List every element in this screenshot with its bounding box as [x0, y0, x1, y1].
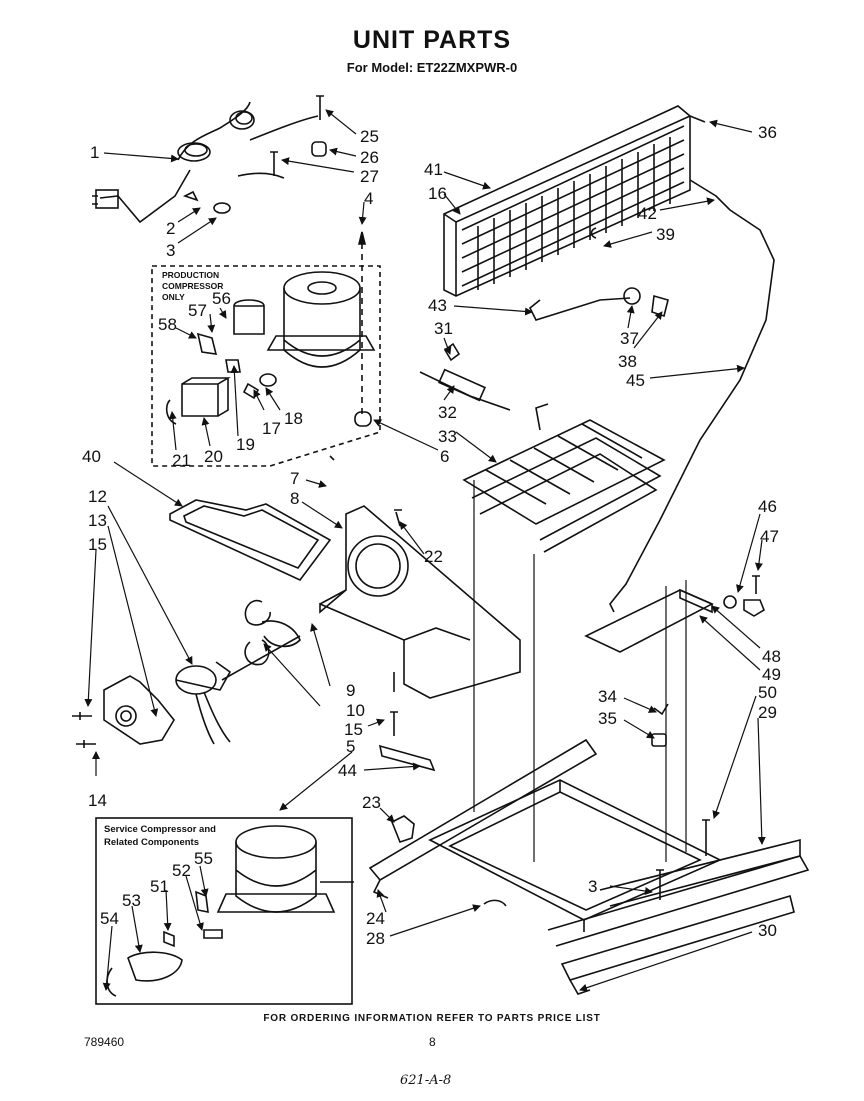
service-compressor-drawing [106, 825, 354, 997]
callout-number: 34 [598, 687, 617, 706]
callout-number: 12 [88, 487, 107, 506]
callout-number: 35 [598, 709, 617, 728]
callout-number: 14 [88, 791, 107, 810]
callout-number: 15 [344, 720, 363, 739]
callout-number: 43 [428, 296, 447, 315]
callout-number: 51 [150, 877, 169, 896]
production-compressor-drawing [165, 271, 376, 425]
callout-number: 54 [100, 909, 119, 928]
callout-number: 22 [424, 547, 443, 566]
callout-number: 57 [188, 301, 207, 320]
callout-number: 29 [758, 703, 777, 722]
callout-number: 37 [620, 329, 639, 348]
callout-number: 46 [758, 497, 777, 516]
evaporator-coil-drawing [419, 342, 666, 553]
callout-number: 55 [194, 849, 213, 868]
callout-number: 19 [236, 435, 255, 454]
callout-number: 17 [262, 419, 281, 438]
callout-number: 50 [758, 683, 777, 702]
callout-number: 36 [758, 123, 777, 142]
callout-number: 3 [588, 877, 597, 896]
page-number: 8 [429, 1035, 436, 1049]
callout-number: 47 [760, 527, 779, 546]
callout-number: 2 [166, 219, 175, 238]
production-caption-line: COMPRESSOR [162, 281, 223, 291]
production-caption-line: ONLY [162, 292, 185, 302]
callout-number: 28 [366, 929, 385, 948]
callout-labels: 1 2 3 25 26 27 4 36 41 16 42 39 43 37 38… [82, 123, 781, 948]
callout-number: 40 [82, 447, 101, 466]
callout-number: 39 [656, 225, 675, 244]
callout-number: 49 [762, 665, 781, 684]
screw-drawings [237, 95, 327, 179]
callout-number: 21 [172, 451, 191, 470]
callout-number: 13 [88, 511, 107, 530]
production-caption-line: PRODUCTION [162, 270, 219, 280]
drain-pan-drawing [169, 499, 332, 581]
callout-number: 31 [434, 319, 453, 338]
callout-number: 26 [360, 148, 379, 167]
callout-number: 24 [366, 909, 385, 928]
handwritten-note: 621-A-8 [400, 1073, 452, 1088]
callout-number: 18 [284, 409, 303, 428]
callout-number: 27 [360, 167, 379, 186]
callout-number: 7 [290, 469, 299, 488]
callout-number: 16 [428, 184, 447, 203]
callout-number: 6 [440, 447, 449, 466]
production-compressor-caption: PRODUCTION COMPRESSOR ONLY [162, 270, 223, 302]
ordering-note: FOR ORDERING INFORMATION REFER TO PARTS … [263, 1013, 601, 1024]
callout-number: 48 [762, 647, 781, 666]
condenser-coil-drawing [443, 105, 775, 613]
callout-number: 10 [346, 701, 365, 720]
callout-number: 9 [346, 681, 355, 700]
service-compressor-box [95, 817, 353, 1005]
page-title: UNIT PARTS [352, 26, 512, 54]
power-cord-drawing [92, 101, 319, 224]
callout-number: 15 [88, 535, 107, 554]
callout-number: 5 [346, 737, 355, 756]
part-drawings [72, 95, 810, 1005]
base-frame-drawing [368, 480, 810, 995]
callout-number: 38 [618, 352, 637, 371]
service-compressor-caption: Service Compressor and Related Component… [104, 824, 216, 848]
document-number: 789460 [84, 1035, 125, 1049]
callout-number: 30 [758, 921, 777, 940]
callout-number: 8 [290, 489, 299, 508]
callout-number: 3 [166, 241, 175, 260]
fan-bracket-drawing [319, 455, 521, 699]
callout-number: 44 [338, 761, 357, 780]
callout-number: 25 [360, 127, 379, 146]
callout-number: 58 [158, 315, 177, 334]
callout-number: 1 [90, 143, 99, 162]
callout-leaders [84, 109, 766, 992]
callout-number: 41 [424, 160, 443, 179]
callout-number: 23 [362, 793, 381, 812]
callout-number: 20 [204, 447, 223, 466]
callout-number: 42 [638, 204, 657, 223]
service-caption-line: Related Components [104, 837, 199, 848]
callout-number: 56 [212, 289, 231, 308]
fan-motor-drawing [103, 599, 301, 745]
service-caption-line: Service Compressor and [104, 824, 216, 835]
callout-number: 4 [364, 189, 373, 208]
model-subtitle: For Model: ET22ZMXPWR-0 [346, 60, 518, 75]
production-compressor-box [151, 265, 381, 467]
callout-number: 32 [438, 403, 457, 422]
callout-number: 52 [172, 861, 191, 880]
callout-number: 45 [626, 371, 645, 390]
callout-number: 53 [122, 891, 141, 910]
callout-number: 33 [438, 427, 457, 446]
